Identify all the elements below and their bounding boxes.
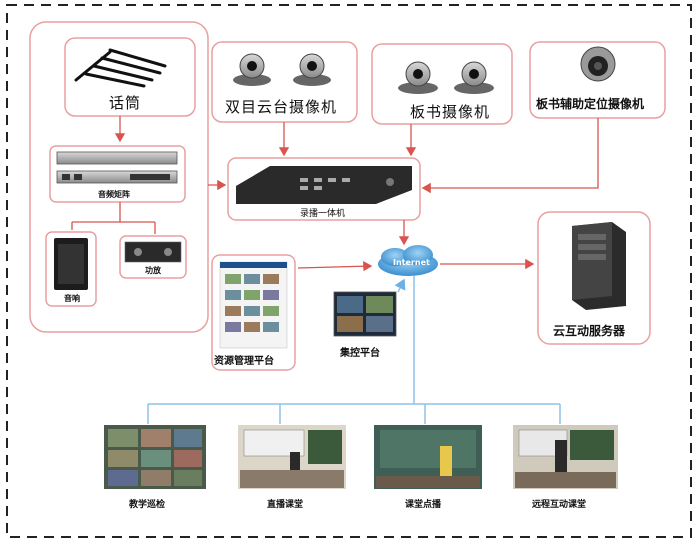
audio-group-box xyxy=(29,21,209,333)
speaker-label: 音响 xyxy=(64,294,80,303)
dual-ptz-camera-label: 双目云台摄像机 xyxy=(225,98,338,116)
output-label-remote: 远程互动课堂 xyxy=(532,500,587,510)
cloud-server-label: 云互动服务器 xyxy=(553,324,626,338)
internet-label: Internet xyxy=(393,258,430,267)
recorder-device-icon xyxy=(236,166,412,204)
mic-box xyxy=(64,37,196,117)
output-thumb-inspection xyxy=(104,425,206,489)
control-platform-label: 集控平台 xyxy=(340,348,380,359)
amplifier-label: 功放 xyxy=(145,266,161,275)
output-thumb-live xyxy=(238,425,346,489)
output-thumb-remote xyxy=(513,425,618,489)
output-label-live: 直播课堂 xyxy=(267,500,304,510)
dome-camera-icon xyxy=(580,46,616,82)
board-camera-label: 板书摄像机 xyxy=(410,103,491,121)
board-camera-icon-1 xyxy=(398,61,438,94)
ptz-camera-icon-1 xyxy=(233,53,271,86)
resource-platform-screenshot xyxy=(219,261,288,349)
internet-cloud-icon xyxy=(378,245,438,276)
control-platform-screenshot xyxy=(333,291,397,337)
amplifier-icon xyxy=(124,241,182,263)
output-thumb-vod xyxy=(374,425,482,489)
audio-matrix-label: 音频矩阵 xyxy=(98,190,130,199)
board-aux-camera-label: 板书辅助定位摄像机 xyxy=(536,97,645,111)
output-label-inspection: 教学巡检 xyxy=(129,500,166,510)
resource-platform-label: 资源管理平台 xyxy=(214,356,274,367)
server-tower-icon xyxy=(572,222,626,310)
board-camera-icon-2 xyxy=(454,61,494,94)
recorder-label: 录播一体机 xyxy=(300,209,346,219)
outer-dashed-frame xyxy=(6,4,692,538)
output-label-vod: 课堂点播 xyxy=(405,500,442,510)
audio-matrix-device-top xyxy=(56,151,178,165)
mic-icon xyxy=(74,48,167,88)
mic-label: 话筒 xyxy=(109,94,142,112)
ptz-camera-icon-2 xyxy=(293,53,331,86)
